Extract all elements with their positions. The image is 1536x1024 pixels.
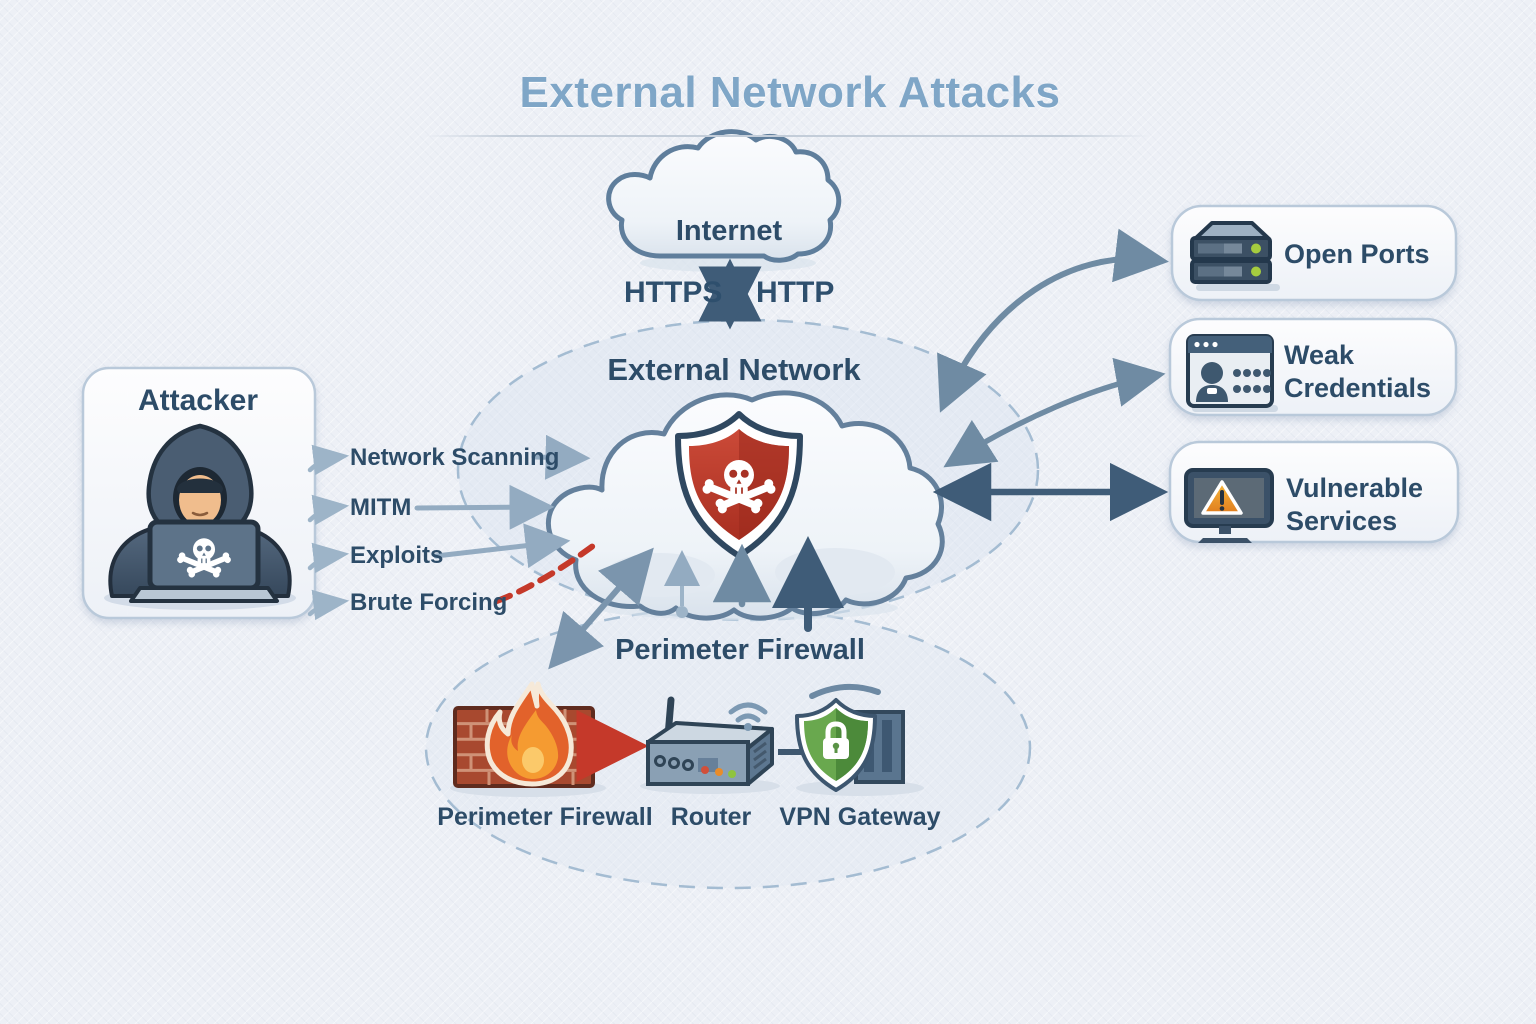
vpn-shield-lock-icon (795, 683, 924, 796)
hooded-attacker-laptop-skull-icon (104, 423, 296, 610)
internet-label: Internet (675, 215, 783, 247)
vulnerable-services-line2: Services (1286, 506, 1398, 536)
external-network-label: External Network (607, 352, 861, 387)
attack-label-mitm: MITM (350, 494, 412, 521)
title-divider (424, 135, 1150, 137)
router-label: Router (670, 803, 752, 831)
attack-label-brute-forcing: Brute Forcing (350, 589, 508, 616)
attack-label-network-scanning: Network Scanning (350, 444, 560, 471)
https-label: HTTPS (624, 276, 723, 309)
vpn-gateway-label: VPN Gateway (779, 803, 941, 831)
threat-shield-icon (675, 411, 803, 559)
server-icon (1190, 221, 1280, 291)
network-scanning-arrow (531, 434, 591, 480)
open-ports-label: Open Ports (1284, 239, 1430, 269)
http-label: HTTP (756, 276, 835, 309)
perimeter-firewall-label: Perimeter Firewall (437, 803, 653, 831)
weak-credentials-curve-arrow (943, 357, 1166, 468)
firewall-cloud-double-arrow (548, 547, 654, 670)
monitor-warning-icon (1184, 468, 1274, 543)
firewall-brick-flame-icon (450, 681, 606, 797)
login-window-icon (1186, 334, 1278, 412)
vulnerable-services-label: Vulnerable Services (1286, 472, 1423, 538)
weak-credentials-label: Weak Credentials (1284, 339, 1431, 405)
internet-cloud-icon (606, 129, 842, 272)
attacker-label: Attacker (137, 384, 259, 417)
exploits-arrow (433, 523, 571, 569)
wifi-icon (728, 702, 768, 723)
connector-dot (676, 606, 688, 618)
router-icon (640, 696, 780, 794)
attack-leader-pins (307, 444, 350, 621)
attack-arrows (414, 434, 591, 569)
attack-label-exploits: Exploits (350, 542, 444, 569)
weak-credentials-line1: Weak (1284, 340, 1355, 370)
vulnerable-services-line1: Vulnerable (1286, 473, 1424, 503)
weak-credentials-line2: Credentials (1284, 373, 1432, 403)
lock-icon (823, 721, 849, 759)
mitm-arrow (414, 484, 555, 530)
page-title: External Network Attacks (519, 68, 1061, 117)
perimeter-zone-label: Perimeter Firewall (615, 634, 865, 666)
